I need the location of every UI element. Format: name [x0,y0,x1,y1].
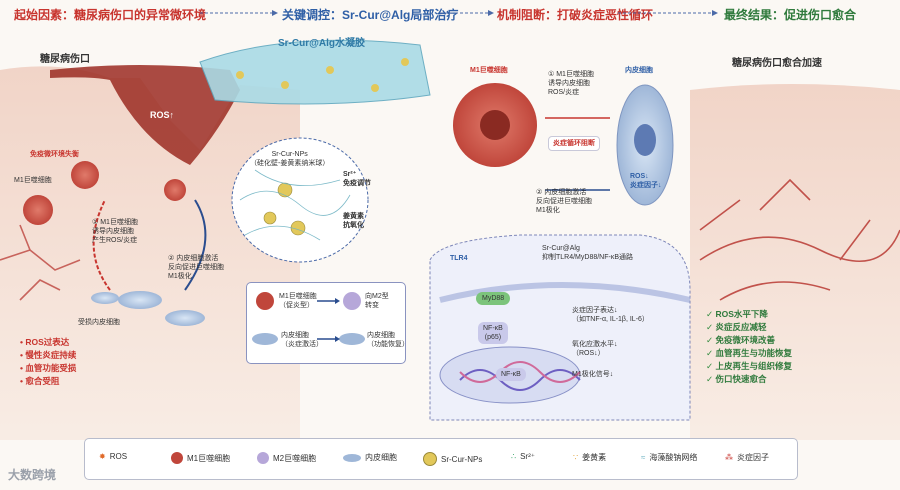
stage4-title: 最终结果：促进伤口愈合 [724,8,857,22]
sr-icon: ∴ [511,452,517,461]
ros-label: ROS↑ [150,110,175,120]
transform-endo-active-label: 内皮细胞 （炎症激活） [281,332,323,348]
mechanism-step2: ② 内皮细胞激活 反向促进巨噬细胞 M1极化 [536,189,592,214]
transform-box: M1巨噬细胞 （促炎型） 向M2型 转变 内皮细胞 （炎症激活） 内皮细胞 （功… [246,282,409,364]
legend-item: ✸ROS [99,452,128,461]
endothelial-icon [343,453,361,462]
mechanism-block-label: 炎症循环阻断 [548,136,600,151]
nfkb-node: NF-κB [496,368,526,381]
effect-item: M1极化信号↓ [572,371,614,378]
stage1-title: 起始因素：糖尿病伤口的异常微环境 [14,8,207,22]
stage3-title: 机制阻断：打破炎症恶性循环 [497,8,654,22]
nps-label: Sr-Cur-NPs （硅化壁-姜黄素纳米球） [250,151,330,167]
legend-item: ⁂炎症因子 [725,453,769,462]
effect-item: 氧化应激水平↓ （ROS↓） [572,341,618,357]
right-panel-title: 糖尿病伤口愈合加速 [732,58,822,69]
myd88-node: MyD88 [476,292,511,305]
transform-endo-restored-label: 内皮细胞 （功能恢复） [367,332,409,348]
hydrogel-title: Sr-Cur@Alg水凝胶 [278,38,365,49]
sr-label: Sr²⁺ 免疫调节 [343,171,371,187]
hydrogel-zoom [231,137,369,263]
legend-item: ∴Sr²⁺ [511,452,535,461]
m1-macrophage-label: M1巨噬细胞 [14,177,52,184]
m1-icon [171,452,183,464]
tlr4-label: TLR4 [450,255,468,262]
endo-ros-label: ROS↓ 炎症因子↓ [630,173,662,189]
left-bullet-list: ROS过表达 慢性炎症持续 血管功能受损 愈合受阻 [20,336,76,388]
stage2-title: 关键调控：Sr-Cur@Alg局部治疗 [282,8,459,22]
wound-bed [50,65,240,165]
right-tissue [690,84,900,440]
bullet-item: 血管功能受损 [20,362,76,375]
result-item: 血管再生与功能恢复 [706,347,792,360]
nfkb-p65-node: NF-κB (p65) [478,322,508,344]
left-panel-title: 糖尿病伤口 [40,54,90,65]
result-item: 上皮再生与组织修复 [706,360,792,373]
m1-cell-left [23,195,53,225]
left-vessels [0,224,81,301]
bullet-item: 慢性炎症持续 [20,349,76,362]
transform-m1-label: M1巨噬细胞 （促炎型） [279,293,317,309]
bullet-item: ROS过表达 [20,336,76,349]
mechanism-endo-title: 内皮细胞 [625,67,653,74]
legend-item: M1巨噬细胞 [171,452,230,464]
curcumin-label: 姜黄素 抗氧化 [343,213,364,229]
right-vessels [699,178,900,301]
result-item: ROS水平下降 [706,308,792,321]
legend: ✸ROS M1巨噬细胞 M2巨噬细胞 内皮细胞 Sr-Cur-NPs ∴Sr²⁺… [84,438,798,480]
legend-item: ≈海藻酸钠网络 [641,453,698,462]
np-icon [423,452,437,466]
transform-m2-label: 向M2型 转变 [365,293,389,309]
watermark: 大数跨境 [8,468,57,482]
endothelial-damaged-label: 受损内皮细胞 [78,319,120,326]
m2-icon [257,452,269,464]
legend-item: 内皮细胞 [343,452,397,463]
ros-icon: ✸ [99,452,106,461]
effect-item: 炎症因子表达↓ （如TNF-α, IL-1β, IL-6） [572,307,649,323]
legend-item: M2巨噬细胞 [257,452,316,464]
cytokine-icon: ⁂ [725,453,733,462]
curcumin-icon: ∵ [573,453,579,462]
result-item: 炎症反应减轻 [706,321,792,334]
legend-item: Sr-Cur-NPs [423,452,482,466]
hydrogel-slab [199,39,431,105]
alginate-icon: ≈ [641,453,646,462]
mechanism-step1: ① M1巨噬细胞 诱导内皮细胞 ROS/炎症 [548,71,594,96]
mechanism-m1-title: M1巨噬细胞 [470,67,508,74]
pathway-title: Sr-Cur@Alg 抑制TLR4/MyD88/NF-κB通路 [542,245,634,261]
result-list: ROS水平下降 炎症反应减轻 免疫微环境改善 血管再生与功能恢复 上皮再生与组织… [706,308,792,386]
header-arrows [200,10,718,16]
loop1-label: ① M1巨噬细胞 诱导内皮细胞 产生ROS/炎症 [92,219,138,244]
result-item: 免疫微环境改善 [706,334,792,347]
immune-imbalance-label: 免疫微环境失衡 [30,151,79,158]
bullet-item: 愈合受阻 [20,375,76,388]
result-item: 伤口快速愈合 [706,373,792,386]
loop2-label: ② 内皮细胞激活 反向促进巨噬细胞 M1极化 [168,255,224,280]
legend-item: ∵姜黄素 [573,453,607,462]
